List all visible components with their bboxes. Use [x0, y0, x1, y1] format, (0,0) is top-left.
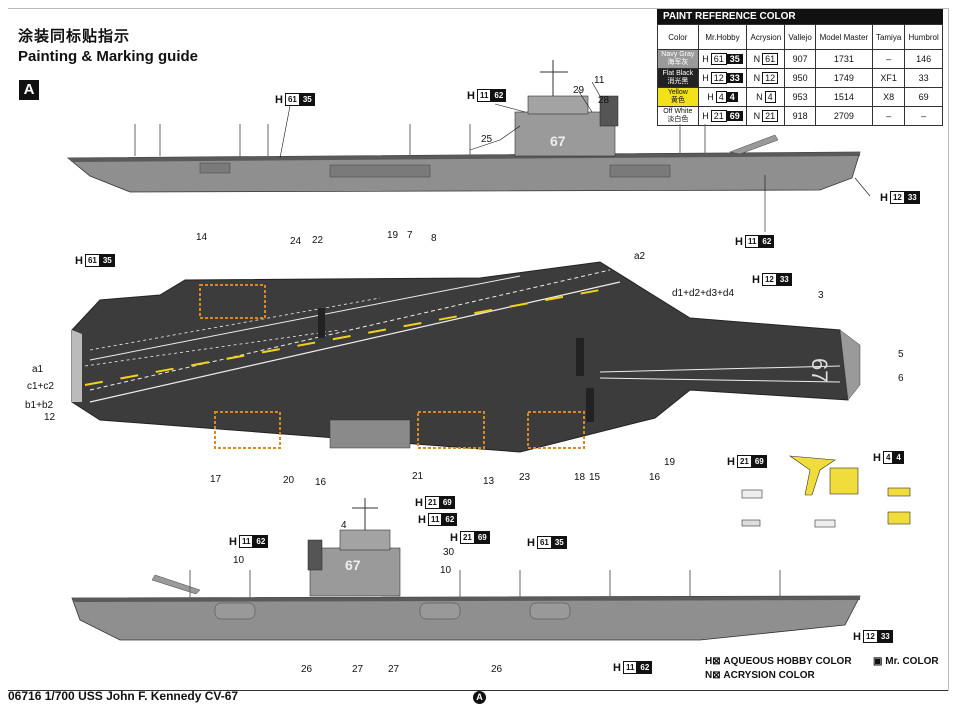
part-number: 24 — [290, 236, 302, 247]
hull-number-bottom: 67 — [345, 557, 361, 573]
part-number: 19 — [664, 457, 676, 468]
part-number: 22 — [312, 235, 324, 246]
part-number: 10 — [440, 565, 452, 576]
footer-rule — [8, 690, 948, 691]
footer-title: 06716 1/700 USS John F. Kennedy CV-67 — [8, 689, 239, 703]
hull-number-deck: 67 — [807, 358, 832, 382]
part-number: a2 — [634, 251, 646, 262]
paint-table-caption: PAINT REFERENCE COLOR — [657, 9, 943, 24]
side-profile-bottom: 67 — [71, 498, 861, 641]
legend-h: H⊠ AQUEOUS HOBBY COLOR — [705, 656, 852, 667]
part-number: 27 — [352, 664, 364, 675]
part-number: 21 — [412, 471, 424, 482]
part-number: 25 — [481, 134, 493, 145]
hull-number-top: 67 — [550, 133, 566, 149]
part-number: 5 — [898, 349, 904, 360]
part-number: 7 — [407, 230, 413, 241]
part-number: 20 — [283, 475, 295, 486]
part-number: 4 — [341, 520, 347, 531]
col-header: Humbrol — [904, 24, 943, 50]
legend-mr: ▣ Mr. COLOR — [873, 656, 939, 667]
humbrol-code: – — [904, 106, 943, 126]
part-number: 14 — [196, 232, 208, 243]
humbrol-code: 146 — [904, 49, 943, 69]
part-number: 13 — [483, 476, 495, 487]
part-number: c1+c2 — [27, 381, 54, 392]
part-number: 26 — [491, 664, 503, 675]
footer-section-mark: A — [473, 691, 486, 704]
part-number: 27 — [388, 664, 400, 675]
col-header: Color — [657, 24, 699, 50]
part-number: 18 — [574, 472, 586, 483]
part-number: 15 — [589, 472, 601, 483]
part-number: 28 — [598, 95, 610, 106]
part-number: 16 — [315, 477, 327, 488]
paint-reference-table: PAINT REFERENCE COLOR Color Mr.Hobby Acr… — [657, 9, 943, 126]
vallejo-code: 918 — [784, 106, 816, 126]
col-header: Model Master — [814, 24, 873, 50]
part-number: 23 — [519, 472, 531, 483]
humbrol-code: 69 — [904, 87, 943, 107]
part-number: d1+d2+d3+d4 — [672, 288, 735, 299]
title-english: Painting & Marking guide — [18, 48, 199, 65]
part-number: 10 — [233, 555, 245, 566]
legend-n: N⊠ ACRYSION COLOR — [705, 670, 815, 681]
deck-vehicles — [741, 455, 911, 528]
part-number: 3 — [818, 290, 824, 301]
part-number: 19 — [387, 230, 399, 241]
part-number: 12 — [44, 412, 56, 423]
part-number: 16 — [649, 472, 661, 483]
part-number: 30 — [443, 547, 455, 558]
section-badge: A — [19, 80, 39, 100]
n-box-icon: N⊠ — [705, 670, 724, 681]
flight-deck-plan: 67 — [71, 261, 861, 453]
part-number: 26 — [301, 664, 313, 675]
part-number: b1+b2 — [25, 400, 54, 411]
part-number: 29 — [573, 85, 585, 96]
side-profile-top: 67 — [66, 60, 871, 232]
part-number: 11 — [594, 75, 605, 86]
tamiya-code: – — [871, 106, 906, 126]
part-number: 17 — [210, 474, 222, 485]
part-number: a1 — [32, 364, 44, 375]
part-number: 8 — [431, 233, 437, 244]
page-frame — [8, 8, 949, 691]
filled-box-icon: ▣ — [873, 656, 886, 667]
h-box-icon: H⊠ — [705, 656, 724, 667]
part-number: 6 — [898, 373, 904, 384]
title-chinese: 涂装同标贴指示 — [18, 28, 131, 45]
